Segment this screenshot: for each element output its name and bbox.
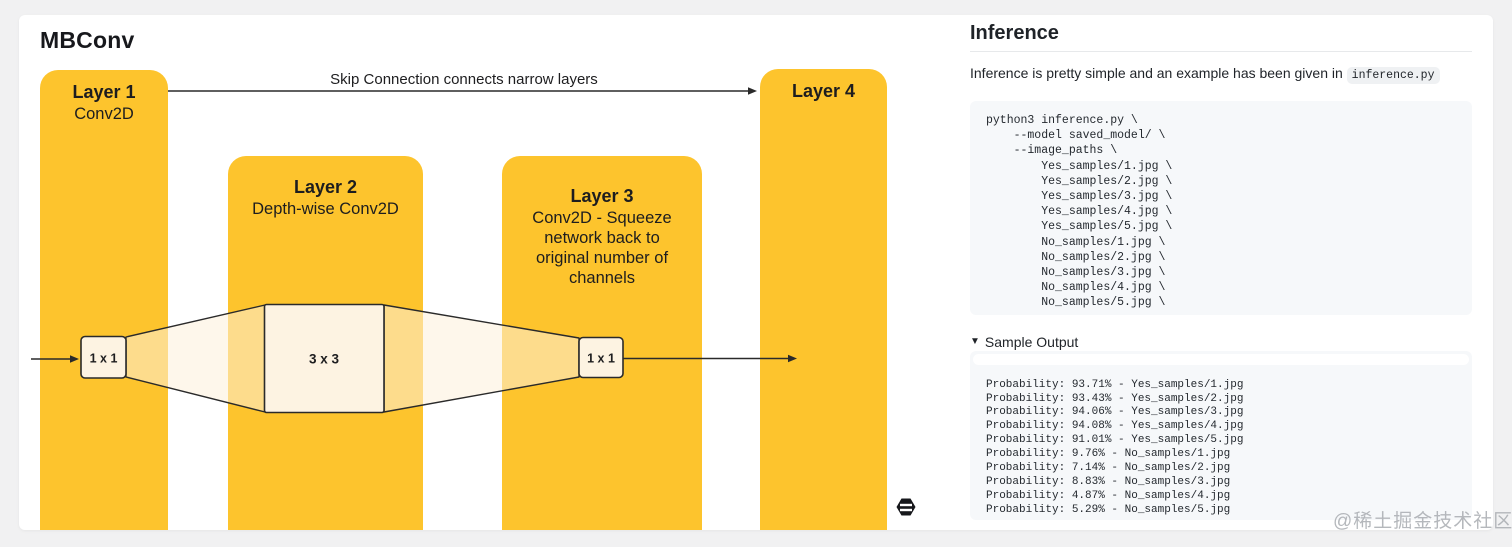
hexagon-logo-icon	[896, 498, 916, 516]
input-arrow	[31, 355, 79, 363]
inference-heading: Inference	[970, 21, 1472, 52]
squeeze-trapezoid	[383, 304, 580, 413]
command-code: python3 inference.py \ --model saved_mod…	[986, 114, 1173, 310]
kernel-box-1x1-b	[578, 336, 624, 379]
layer-column-4: Layer 4	[760, 69, 887, 530]
kernel-label-1x1-b: 1 x 1	[587, 352, 615, 366]
skip-connection-arrow	[168, 87, 757, 95]
sample-output-summary[interactable]: ▼ Sample Output	[970, 333, 1472, 351]
layer-desc: Depth-wise Conv2D	[252, 200, 399, 218]
expand-trapezoid	[125, 304, 266, 413]
layer-column-1: Layer 1 Conv2D	[40, 70, 168, 530]
kernel-box-3x3	[263, 303, 385, 414]
bottleneck-diagram-svg: 1 x 1 3 x 3 1 x 1	[31, 87, 916, 516]
docs-panel: Inference Inference is pretty simple and…	[970, 15, 1472, 520]
output-block-top-strip	[973, 353, 1469, 365]
command-code-block: python3 inference.py \ --model saved_mod…	[970, 101, 1472, 315]
intro-text: Inference is pretty simple and an exampl…	[970, 65, 1343, 81]
details-arrow-icon: ▼	[970, 335, 980, 347]
kernel-label-1x1-a: 1 x 1	[90, 352, 118, 366]
output-arrow	[623, 354, 797, 363]
layer-name: Layer 1	[72, 82, 136, 102]
sample-output-summary-label: Sample Output	[984, 333, 1079, 350]
layer-name: Layer 4	[791, 81, 856, 101]
sample-output-details: ▼ Sample Output Probability: 93.71% - Ye…	[970, 333, 1472, 520]
kernel-box-1x1-a	[80, 335, 127, 379]
skip-connection-label: Skip Connection connects narrow layers	[330, 71, 598, 88]
layer-name: Layer 3	[570, 186, 634, 206]
intro-paragraph: Inference is pretty simple and an exampl…	[970, 64, 1472, 85]
layer-name: Layer 2	[293, 177, 358, 197]
sample-output-code-block: Probability: 93.71% - Yes_samples/1.jpg …	[970, 350, 1472, 520]
layer-desc: Conv2D - Squeeze network back to origina…	[532, 209, 672, 287]
kernel-label-3x3: 3 x 3	[309, 352, 340, 367]
watermark-text: @稀土掘金技术社区	[1333, 511, 1512, 532]
diagram-title: MBConv	[40, 27, 135, 53]
inline-code-inference-py: inference.py	[1346, 67, 1440, 84]
layer-desc: Conv2D	[74, 105, 134, 123]
sample-output-code: Probability: 93.71% - Yes_samples/1.jpg …	[986, 378, 1244, 516]
